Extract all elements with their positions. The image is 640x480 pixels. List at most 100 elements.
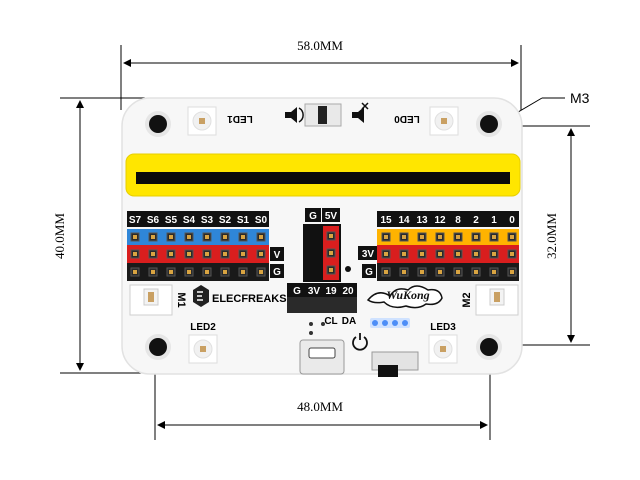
digital-pin-header	[377, 229, 519, 281]
m2-label: M2	[461, 292, 473, 307]
v-label: V	[274, 250, 281, 261]
digital-pin-contact	[384, 252, 388, 256]
digital-pin-contact	[456, 270, 460, 274]
digital-pin-contact	[402, 252, 406, 256]
digital-pin-contact	[420, 252, 424, 256]
pin-label-s4: S4	[183, 215, 196, 226]
m1-label: M1	[175, 292, 187, 307]
brand-name: ELECFREAKS	[212, 293, 287, 305]
pin-label-13: 13	[416, 215, 428, 226]
five-v-label: 5V	[325, 211, 338, 222]
pin-label-s6: S6	[147, 215, 160, 226]
servo-pin-contact	[259, 252, 263, 256]
power-pin-contact	[329, 251, 333, 255]
g-label-right: G	[365, 267, 373, 278]
servo-pin-contact	[187, 270, 191, 274]
servo-pin-contact	[151, 252, 155, 256]
led2-label: LED2	[190, 322, 216, 333]
servo-pin-contact	[205, 270, 209, 274]
usb-port	[299, 339, 345, 375]
servo-pin-contact	[187, 235, 191, 239]
elecfreaks-logo-icon	[193, 285, 209, 307]
servo-pin-contact	[259, 235, 263, 239]
digital-pin-contact	[384, 235, 388, 239]
hole-callout-label: M3	[570, 90, 590, 106]
servo-pin-contact	[151, 270, 155, 274]
digital-pin-contact	[420, 270, 424, 274]
led3-label: LED3	[430, 322, 456, 333]
pin-label-s2: S2	[219, 215, 232, 226]
digital-pin-contact	[474, 235, 478, 239]
digital-pin-contact	[474, 270, 478, 274]
digital-pin-labels: 15 14 13 12 8 2 1 0	[377, 211, 519, 227]
servo-pin-contact	[223, 235, 227, 239]
pin-label-s1: S1	[237, 215, 250, 226]
servo-pin-contact	[169, 252, 173, 256]
i2c-label-3v: 3V	[308, 286, 321, 297]
i2c-sub-da: DA	[342, 316, 356, 327]
wukong-logo-text: WuKong	[386, 288, 429, 302]
digital-pin-contact	[402, 270, 406, 274]
led-1-component	[187, 106, 217, 136]
digital-pin-contact	[474, 252, 478, 256]
led-3-component	[428, 334, 458, 364]
power-switch-top	[304, 103, 342, 127]
i2c-sub-cl: CL	[324, 316, 337, 327]
servo-pin-contact	[205, 252, 209, 256]
i2c-header	[287, 283, 357, 313]
mounting-holes	[145, 111, 502, 360]
servo-pin-contact	[133, 270, 137, 274]
speaker-mute-icon	[352, 102, 369, 123]
led-0-component	[429, 106, 459, 136]
pin-label-2: 2	[473, 215, 479, 226]
g-label-top: G	[309, 211, 317, 222]
wukong-logo-icon	[366, 285, 443, 309]
bottom-width-label: 48.0MM	[297, 399, 343, 414]
top-width-label: 58.0MM	[297, 38, 343, 53]
digital-pin-contact	[420, 235, 424, 239]
digital-pin-contact	[492, 235, 496, 239]
pin-label-s3: S3	[201, 215, 214, 226]
right-height-label: 32.0MM	[544, 213, 559, 259]
servo-pin-contact	[169, 270, 173, 274]
pin-label-12: 12	[434, 215, 446, 226]
digital-pin-contact	[438, 235, 442, 239]
digital-pin-contact	[492, 252, 496, 256]
servo-pin-contact	[133, 252, 137, 256]
pin-label-0: 0	[509, 215, 515, 226]
pin-label-8: 8	[455, 215, 461, 226]
bottom-pin-holes	[309, 322, 325, 335]
i2c-label-g: G	[293, 286, 301, 297]
motor-m2-connector	[475, 284, 519, 316]
center-dot	[345, 266, 351, 272]
digital-pin-contact	[438, 270, 442, 274]
led-2-component	[188, 334, 218, 364]
i2c-label-20: 20	[342, 286, 354, 297]
g-label-left: G	[273, 267, 281, 278]
digital-pin-contact	[384, 270, 388, 274]
servo-pin-contact	[259, 270, 263, 274]
servo-pin-labels: S7 S6 S5 S4 S3 S2 S1 S0	[127, 211, 269, 227]
digital-pin-dots	[381, 232, 517, 277]
servo-pin-contact	[205, 235, 209, 239]
led0-label: LED0	[394, 113, 420, 124]
edge-connector-opening	[136, 172, 510, 184]
digital-pin-contact	[510, 235, 514, 239]
digital-pin-contact	[456, 235, 460, 239]
servo-pin-contact	[241, 252, 245, 256]
rgb-led-strip	[370, 318, 410, 328]
power-pin-contact	[329, 268, 333, 272]
power-symbol-icon	[352, 333, 368, 351]
pin-label-15: 15	[380, 215, 392, 226]
pin-label-s5: S5	[165, 215, 178, 226]
servo-pin-contact	[223, 270, 227, 274]
digital-pin-contact	[510, 252, 514, 256]
power-switch-bottom	[371, 351, 419, 377]
digital-pin-contact	[492, 270, 496, 274]
left-height-label: 40.0MM	[52, 213, 67, 259]
servo-pin-dots	[130, 232, 266, 277]
servo-pin-contact	[241, 270, 245, 274]
pin-label-s7: S7	[129, 215, 142, 226]
servo-pin-contact	[151, 235, 155, 239]
pin-label-14: 14	[398, 215, 410, 226]
